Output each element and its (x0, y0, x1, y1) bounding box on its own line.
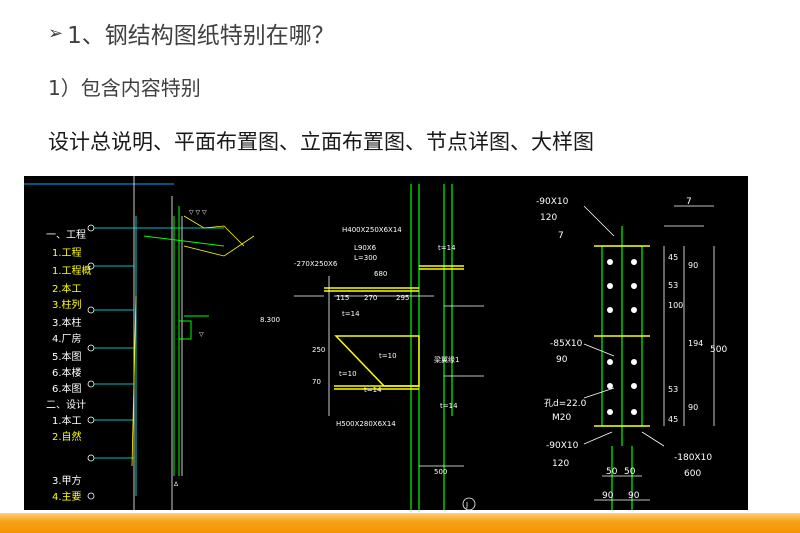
t14c: t=14 (364, 386, 382, 394)
slide-title: ➢ 1、钢结构图纸特别在哪？ (48, 16, 335, 50)
weld-2: 7 (686, 197, 692, 207)
svg-text:▽ ▽ ▽: ▽ ▽ ▽ (189, 209, 207, 216)
pl-mid: -85X10 (550, 339, 583, 349)
note-3: 2.本工 (52, 282, 82, 295)
pl-mid-w: 90 (556, 355, 568, 365)
note-5: 3.本柱 (52, 316, 82, 329)
weld-1: 7 (558, 231, 564, 241)
axis-label: J (465, 501, 468, 509)
bolt-size: M20 (552, 413, 571, 423)
dim-v-1: 90 (688, 261, 698, 270)
t14a: t=14 (342, 310, 360, 318)
dim-v-4: 194 (688, 339, 703, 348)
dim500: 500 (434, 468, 447, 476)
dim-v-0: 45 (668, 253, 678, 262)
t14d: t=14 (440, 402, 458, 410)
beam2-label: L90X6 (354, 244, 377, 252)
dim250: 250 (312, 346, 325, 354)
dim270: 270 (364, 294, 377, 302)
note-11: 1.本工 (52, 414, 82, 427)
arrow-bullet-icon: ➢ (48, 22, 64, 44)
content-line: 设计总说明、平面布置图、立面布置图、节点详图、大样图 (48, 130, 594, 154)
note-12: 2.自然 (52, 430, 82, 443)
slide-subtitle: 1）包含内容特别 (48, 76, 201, 100)
left-notes: 一、工程 1.工程 1.工程概 2.本工 3.柱列 3.本柱 4.厂房 5.本图… (46, 229, 92, 503)
note-6: 4.厂房 (52, 332, 82, 345)
dim680: 680 (374, 270, 387, 278)
note-9: 6.本图 (52, 382, 82, 395)
slide-title-text: 1、钢结构图纸特别在哪？ (67, 23, 335, 49)
dim115: 115 (336, 294, 349, 302)
bolt-holes (607, 259, 637, 415)
bolt-hole: 孔d=22.0 (544, 398, 587, 409)
note-4: 3.柱列 (52, 298, 82, 311)
note-14: 4.主要 (52, 491, 82, 503)
note-1: 1.工程 (52, 247, 82, 259)
bottom-c: 90 (602, 491, 614, 501)
beam3-label: L=300 (354, 254, 377, 262)
beam4-label: H500X280X6X14 (336, 420, 396, 428)
bottom-d: 90 (628, 491, 640, 501)
dim-v-7: 45 (668, 415, 678, 424)
dim295: 295 (396, 294, 409, 302)
dim-total: 500 (710, 345, 727, 355)
pl-right-w: 600 (684, 469, 701, 479)
pl-bot: -90X10 (546, 441, 579, 451)
note-0: 一、工程 (46, 229, 86, 241)
cad-drawing-image: 一、工程 1.工程 1.工程概 2.本工 3.柱列 3.本柱 4.厂房 5.本图… (24, 176, 748, 510)
pl-top: -90X10 (536, 197, 569, 207)
t10b: t=10 (339, 370, 357, 378)
bottom-b: 50 (624, 467, 636, 477)
beam1-label: H400X250X6X14 (342, 226, 402, 234)
t14b: t=14 (438, 244, 456, 252)
note-13: 3.甲方 (52, 474, 82, 487)
dim-v-2: 53 (668, 281, 678, 290)
pl-bot-w: 120 (552, 459, 569, 469)
note-8: 6.本楼 (52, 366, 82, 379)
note-2: 1.工程概 (52, 264, 92, 277)
bottom-a: 50 (606, 467, 618, 477)
t10a: t=10 (379, 352, 397, 360)
dim-v-3: 100 (668, 301, 683, 310)
footer-bar (0, 513, 800, 533)
dim-v-6: 90 (688, 403, 698, 412)
plate-label: -270X250X6 (294, 260, 338, 268)
cad-drawing-svg: 一、工程 1.工程 1.工程概 2.本工 3.柱列 3.本柱 4.厂房 5.本图… (24, 176, 727, 510)
svg-text:▽: ▽ (199, 331, 204, 338)
elev-value: 8.300 (260, 316, 280, 324)
dim70: 70 (312, 378, 321, 386)
dim-v-5: 53 (668, 385, 678, 394)
svg-text:Δ: Δ (174, 481, 179, 488)
pl-right: -180X10 (674, 453, 712, 463)
note-label: 梁翼缘1 (434, 355, 459, 364)
pl-top-w: 120 (540, 213, 557, 223)
note-10: 二、设计 (46, 398, 86, 411)
note-7: 5.本图 (52, 350, 82, 363)
